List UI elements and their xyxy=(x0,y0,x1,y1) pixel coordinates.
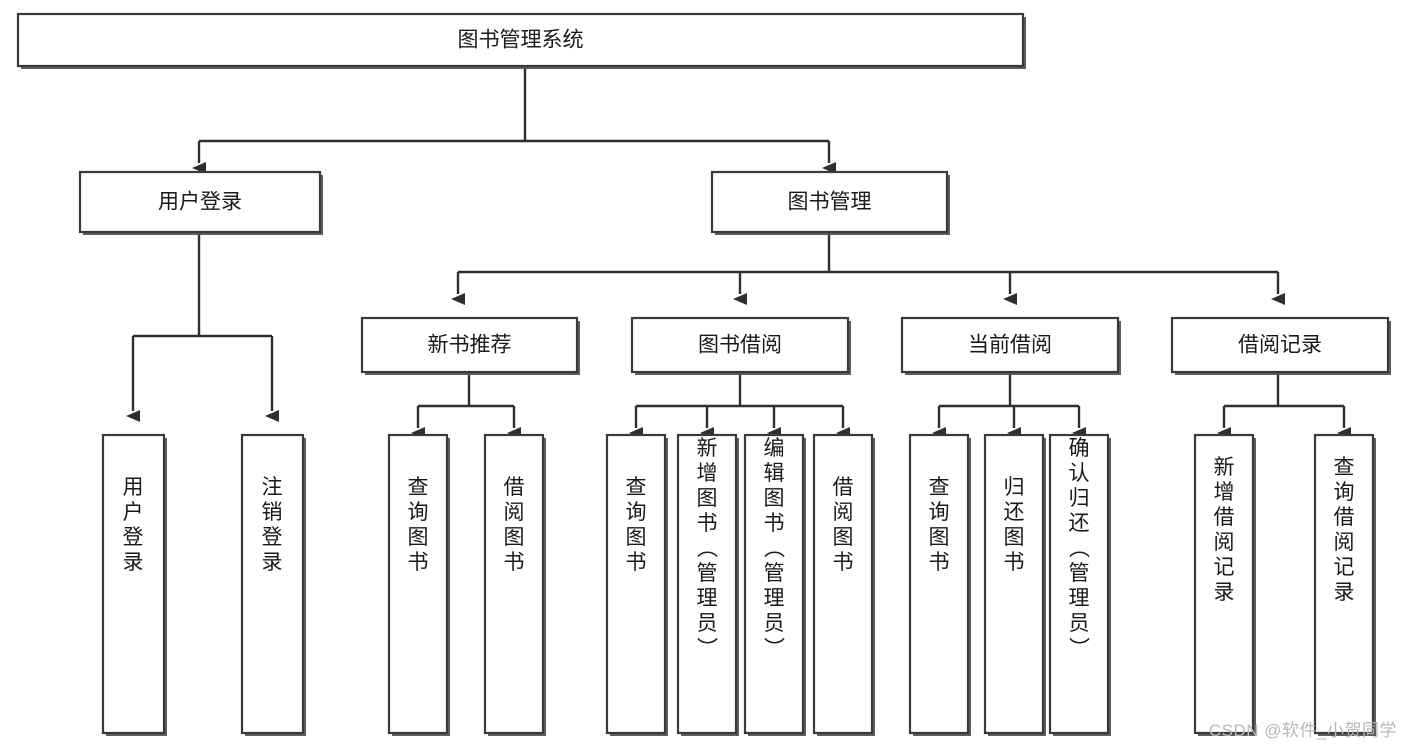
node-leaf-borrow-borrow-book[interactable]: 借阅图书 xyxy=(812,433,875,736)
node-leaf-user-login-label: 用户登录 xyxy=(123,476,144,574)
node-leaf-borrow-query-book[interactable]: 查询图书 xyxy=(605,433,668,736)
node-book-borrow[interactable]: 图书借阅 xyxy=(630,316,851,375)
node-borrow-record[interactable]: 借阅记录 xyxy=(1170,316,1391,375)
node-leaf-recommend-query-book[interactable]: 查询图书 xyxy=(387,433,450,736)
node-leaf-add-book-admin[interactable]: 新增图书（管理员） xyxy=(676,433,739,736)
node-leaf-recommend-query-book-label: 查询图书 xyxy=(408,476,429,574)
node-leaf-query-borrow-record-label: 查询借阅记录 xyxy=(1334,456,1355,604)
node-user-login[interactable]: 用户登录 xyxy=(78,170,323,235)
node-leaf-add-borrow-record[interactable]: 新增借阅记录 xyxy=(1193,433,1256,736)
node-leaf-recommend-borrow-book[interactable]: 借阅图书 xyxy=(483,433,546,736)
connector-layer xyxy=(126,66,1351,439)
node-new-book-recommend[interactable]: 新书推荐 xyxy=(360,316,580,375)
node-borrow-record-label: 借阅记录 xyxy=(1238,334,1322,357)
node-leaf-logout[interactable]: 注销登录 xyxy=(240,433,306,736)
node-current-borrow-label: 当前借阅 xyxy=(968,334,1052,357)
node-leaf-return-book[interactable]: 归还图书 xyxy=(983,433,1046,736)
node-leaf-borrow-query-book-label: 查询图书 xyxy=(626,476,647,574)
node-leaf-query-borrow-record[interactable]: 查询借阅记录 xyxy=(1313,433,1376,736)
node-leaf-borrow-borrow-book-label: 借阅图书 xyxy=(833,476,854,574)
node-new-book-recommend-label: 新书推荐 xyxy=(428,334,512,357)
node-book-management-label: 图书管理 xyxy=(788,191,872,214)
node-book-borrow-label: 图书借阅 xyxy=(698,334,782,357)
node-leaf-return-book-label: 归还图书 xyxy=(1004,476,1025,574)
node-leaf-logout-label: 注销登录 xyxy=(262,476,283,574)
node-user-login-label: 用户登录 xyxy=(158,191,242,214)
node-leaf-add-borrow-record-label: 新增借阅记录 xyxy=(1214,456,1235,604)
node-current-borrow[interactable]: 当前借阅 xyxy=(900,316,1121,375)
node-leaf-edit-book-admin[interactable]: 编辑图书（管理员） xyxy=(743,433,806,736)
node-leaf-confirm-return-admin-label: 确认归还（管理员） xyxy=(1069,437,1091,660)
node-leaf-edit-book-admin-label: 编辑图书（管理员） xyxy=(764,437,786,660)
node-book-management[interactable]: 图书管理 xyxy=(710,170,950,235)
node-leaf-add-book-admin-label: 新增图书（管理员） xyxy=(697,437,719,660)
node-root-label: 图书管理系统 xyxy=(458,29,584,52)
node-leaf-recommend-borrow-book-label: 借阅图书 xyxy=(504,476,525,574)
node-leaf-current-query-book[interactable]: 查询图书 xyxy=(908,433,971,736)
csdn-watermark: CSDN @软件_小贺同学 xyxy=(1208,721,1397,740)
node-leaf-confirm-return-admin[interactable]: 确认归还（管理员） xyxy=(1048,433,1111,736)
node-root[interactable]: 图书管理系统 xyxy=(16,12,1026,69)
node-leaf-current-query-book-label: 查询图书 xyxy=(929,476,950,574)
node-leaf-user-login[interactable]: 用户登录 xyxy=(101,433,167,736)
